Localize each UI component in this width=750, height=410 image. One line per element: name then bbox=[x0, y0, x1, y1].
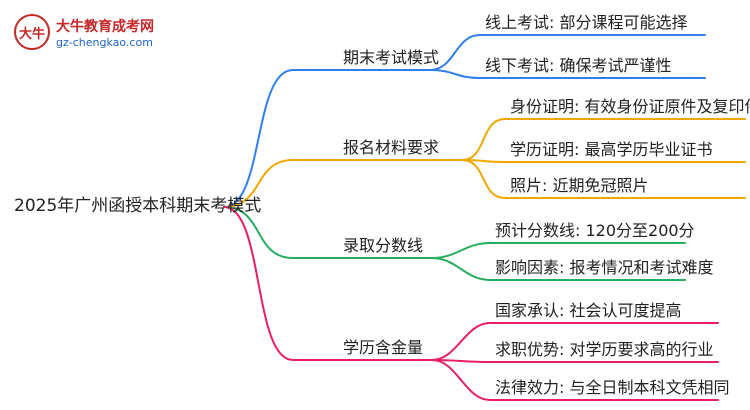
branch-label: 录取分数线 bbox=[343, 236, 424, 255]
logo-url: gz-chengkao.com bbox=[56, 36, 153, 49]
leaf-label: 法律效力: 与全日制本科文凭相同 bbox=[495, 378, 730, 397]
leaf-link bbox=[431, 359, 719, 363]
leaf-link bbox=[429, 34, 706, 71]
leaf-link bbox=[431, 242, 686, 259]
leaf-label: 照片: 近期免冠照片 bbox=[510, 176, 649, 195]
leaf-label: 预计分数线: 120分至200分 bbox=[495, 221, 695, 240]
leaf-label: 求职优势: 对学历要求高的行业 bbox=[495, 340, 714, 359]
leaf-label: 线上考试: 部分课程可能选择 bbox=[485, 13, 688, 32]
leaf-label: 身份证明: 有效身份证原件及复印件 bbox=[510, 97, 750, 116]
root-topic: 2025年广州函授本科期末考模式 bbox=[14, 196, 262, 216]
branch-label: 报名材料要求 bbox=[343, 138, 440, 157]
leaf-link bbox=[461, 159, 746, 163]
branch-link bbox=[223, 206, 433, 259]
leaf-link bbox=[461, 159, 746, 199]
leaf-link bbox=[461, 118, 746, 161]
logo-mark-icon: 大牛 bbox=[14, 14, 50, 50]
site-logo: 大牛 大牛教育成考网 gz-chengkao.com bbox=[14, 14, 164, 54]
leaf-link bbox=[431, 257, 686, 281]
branch-link bbox=[223, 159, 463, 208]
branch-link bbox=[223, 206, 433, 361]
leaf-label: 国家承认: 社会认可度提高 bbox=[495, 301, 682, 320]
leaf-link bbox=[431, 359, 719, 401]
leaf-label: 学历证明: 最高学历毕业证书 bbox=[510, 140, 713, 159]
branch-link bbox=[223, 69, 431, 208]
logo-title: 大牛教育成考网 bbox=[56, 19, 154, 35]
branch-label: 学历含金量 bbox=[343, 338, 424, 357]
leaf-link bbox=[431, 322, 719, 361]
leaf-label: 线下考试: 确保考试严谨性 bbox=[485, 56, 672, 75]
leaf-label: 影响因素: 报考情况和考试难度 bbox=[495, 258, 714, 277]
leaf-link bbox=[429, 69, 706, 79]
branch-label: 期末考试模式 bbox=[343, 48, 440, 67]
